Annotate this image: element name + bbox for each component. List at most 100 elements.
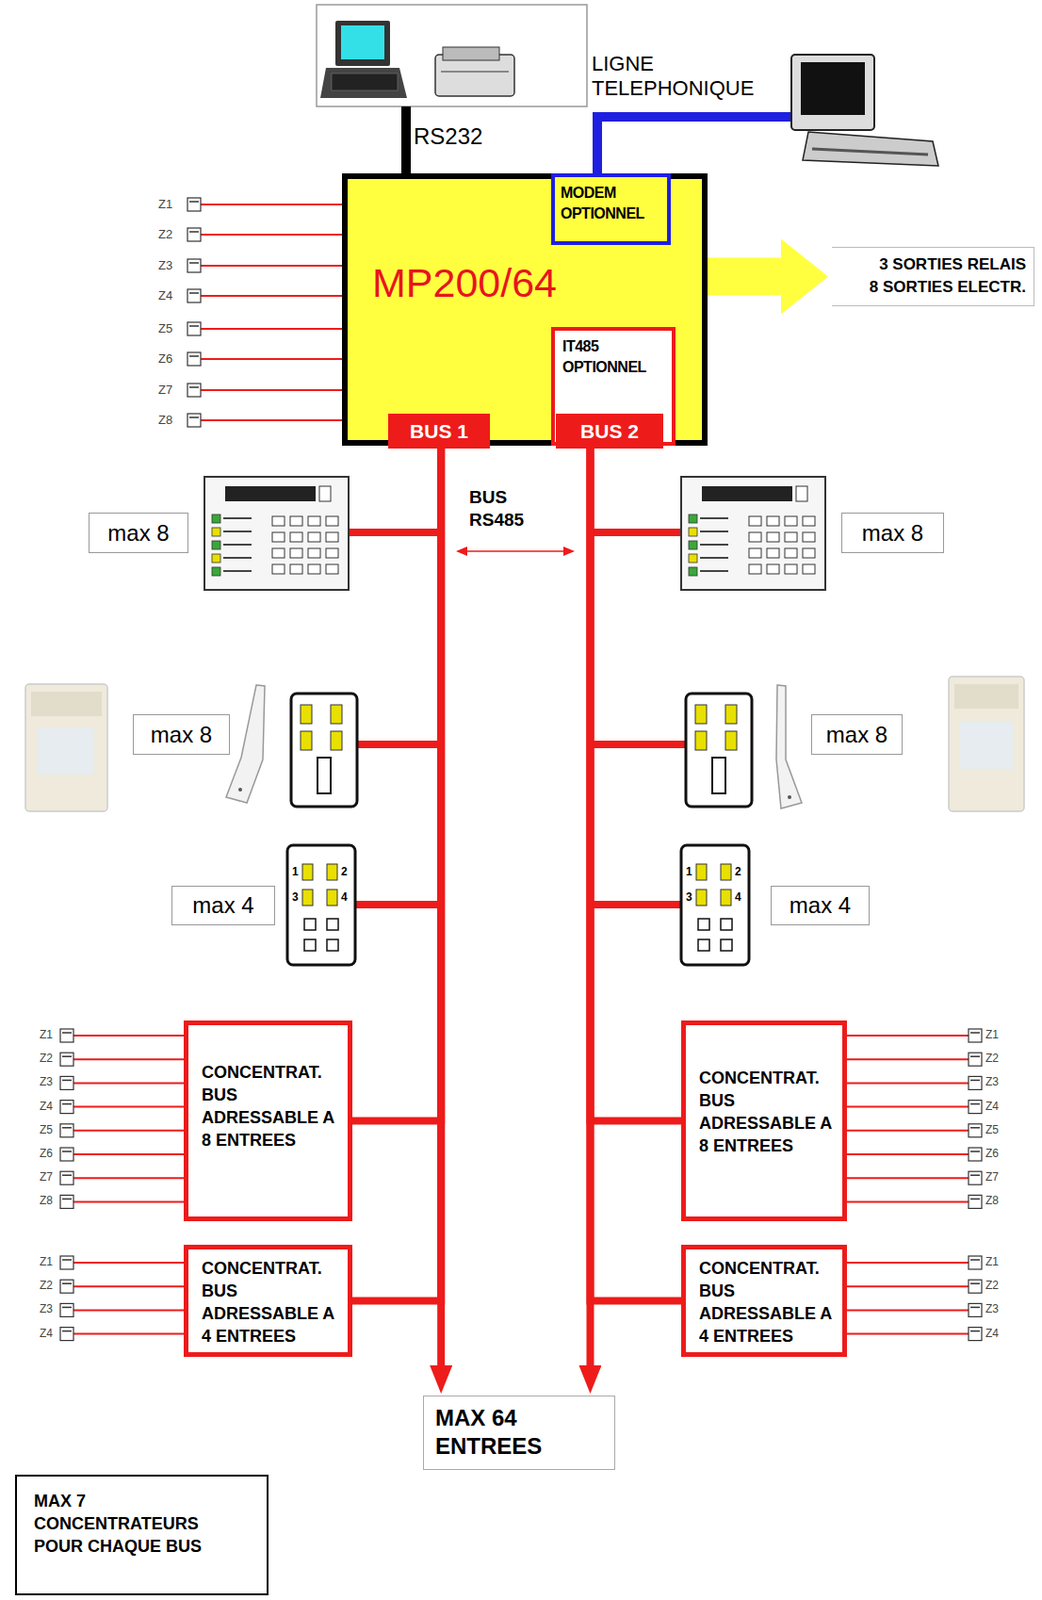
zone-contact: [187, 413, 201, 427]
zone-label: Z4: [39, 1326, 53, 1340]
zone-contact: [60, 1028, 74, 1042]
zone-label: Z2: [985, 1051, 999, 1065]
zone-contact: [73, 1285, 184, 1287]
rs485-double-arrow: [455, 546, 575, 556]
output-module: [681, 845, 749, 965]
zone-contact: [187, 383, 201, 397]
keypad-device: [688, 514, 698, 523]
proximity-reader: [954, 683, 1019, 709]
output-module: [720, 939, 733, 951]
keypad-device: [688, 527, 698, 537]
bus-line: [352, 448, 441, 1302]
keypad-device: [308, 548, 321, 558]
zone-contact: [968, 1255, 982, 1270]
keypad-device: [748, 516, 762, 526]
zone-contact: [187, 197, 201, 212]
zone-contact: [62, 1198, 72, 1201]
keypad-device: [204, 476, 826, 590]
port-label: RS232: [413, 123, 483, 150]
reader-device: [330, 731, 342, 750]
node-text: 3 SORTIES RELAIS: [839, 253, 1026, 277]
zone-contact: [189, 200, 199, 203]
zone-label: Z4: [985, 1099, 999, 1113]
zone-label: Z1: [39, 1254, 53, 1269]
zone-contact: [187, 227, 201, 242]
keypad-device: [325, 548, 339, 558]
keypad-device: [319, 486, 331, 502]
zone-label: Z1: [985, 1027, 999, 1042]
keypad-device: [290, 564, 303, 574]
quantity-box: max 8: [132, 714, 230, 755]
keypad-device: [290, 548, 303, 558]
zone-label: Z3: [39, 1074, 53, 1089]
keypad-device: [748, 564, 762, 574]
zone-contact: [968, 1147, 982, 1161]
terminal-number: 2: [734, 864, 742, 879]
output-arrow: [705, 258, 782, 296]
output-module: [302, 889, 313, 906]
keypad-device: [211, 567, 221, 576]
zone-contact: [62, 1173, 72, 1176]
remote-computer: [812, 148, 929, 155]
bus-line: [589, 448, 682, 1122]
keypad-device: [223, 517, 252, 520]
reader-device: [317, 757, 331, 794]
keypad-device: [700, 530, 729, 533]
zone-contact: [62, 1031, 72, 1034]
zone-contact: [200, 419, 342, 422]
keypad-device: [784, 516, 798, 526]
modem-module: MODEM OPTIONNEL: [551, 173, 671, 245]
zone-label: Z4: [158, 288, 173, 303]
zone-contact: [846, 1129, 969, 1132]
pc-printer-box: [331, 73, 398, 91]
reader-device: [300, 731, 312, 750]
terminal-number: 4: [341, 890, 348, 904]
zone-label: Z2: [985, 1278, 999, 1292]
bus-tap: [589, 528, 682, 537]
terminal-number: 4: [734, 890, 742, 904]
keypad-device: [688, 553, 698, 563]
zone-label: Z6: [158, 351, 173, 366]
zone-contact: [846, 1176, 969, 1179]
zone-contact: [60, 1279, 74, 1293]
node-text: MAX 7 CONCENTRATEURS POUR CHAQUE BUS: [33, 1489, 250, 1558]
output-module: [304, 939, 316, 951]
output-module: [302, 863, 313, 880]
output-module: [698, 939, 710, 951]
zone-contact: [970, 1055, 980, 1058]
remote-computer: [800, 62, 865, 115]
keypad-device: [766, 548, 780, 558]
zone-label: Z8: [985, 1193, 999, 1207]
zone-label: Z7: [985, 1170, 999, 1184]
keypad-device: [290, 516, 303, 526]
zone-contact: [970, 1079, 980, 1082]
zone-label: Z1: [985, 1254, 999, 1269]
zone-contact: [200, 294, 342, 297]
bus-port: BUS 2: [555, 413, 664, 449]
zone-contact: [73, 1261, 184, 1264]
zone-contact: [200, 203, 342, 206]
zone-label: Z5: [158, 321, 173, 336]
zone-label: Z3: [985, 1074, 999, 1089]
bus-tap: [355, 900, 441, 909]
zone-contact: [200, 389, 342, 391]
keypad-device: [223, 556, 252, 559]
zone-contact: [73, 1176, 184, 1179]
reader-device: [695, 731, 707, 750]
zone-contact: [73, 1034, 184, 1037]
zone-contact: [60, 1052, 74, 1066]
zone-contact: [60, 1194, 74, 1208]
node-text: MAX 64 ENTREES: [435, 1403, 603, 1461]
zone-label: Z1: [158, 196, 173, 212]
output-module: [696, 889, 707, 906]
keypad-device: [748, 548, 762, 558]
node-text: max 4: [192, 892, 254, 919]
zone-contact: [189, 292, 199, 294]
control-panel: MP200/64MODEM OPTIONNELIT485 OPTIONNELBU…: [341, 173, 708, 446]
zone-contact: [73, 1129, 184, 1132]
zone-contact: [968, 1327, 982, 1341]
pc-printer-box: [320, 67, 408, 98]
reader-device: [330, 704, 342, 724]
keypad-device: [211, 553, 221, 563]
bus-line: [589, 448, 682, 1302]
